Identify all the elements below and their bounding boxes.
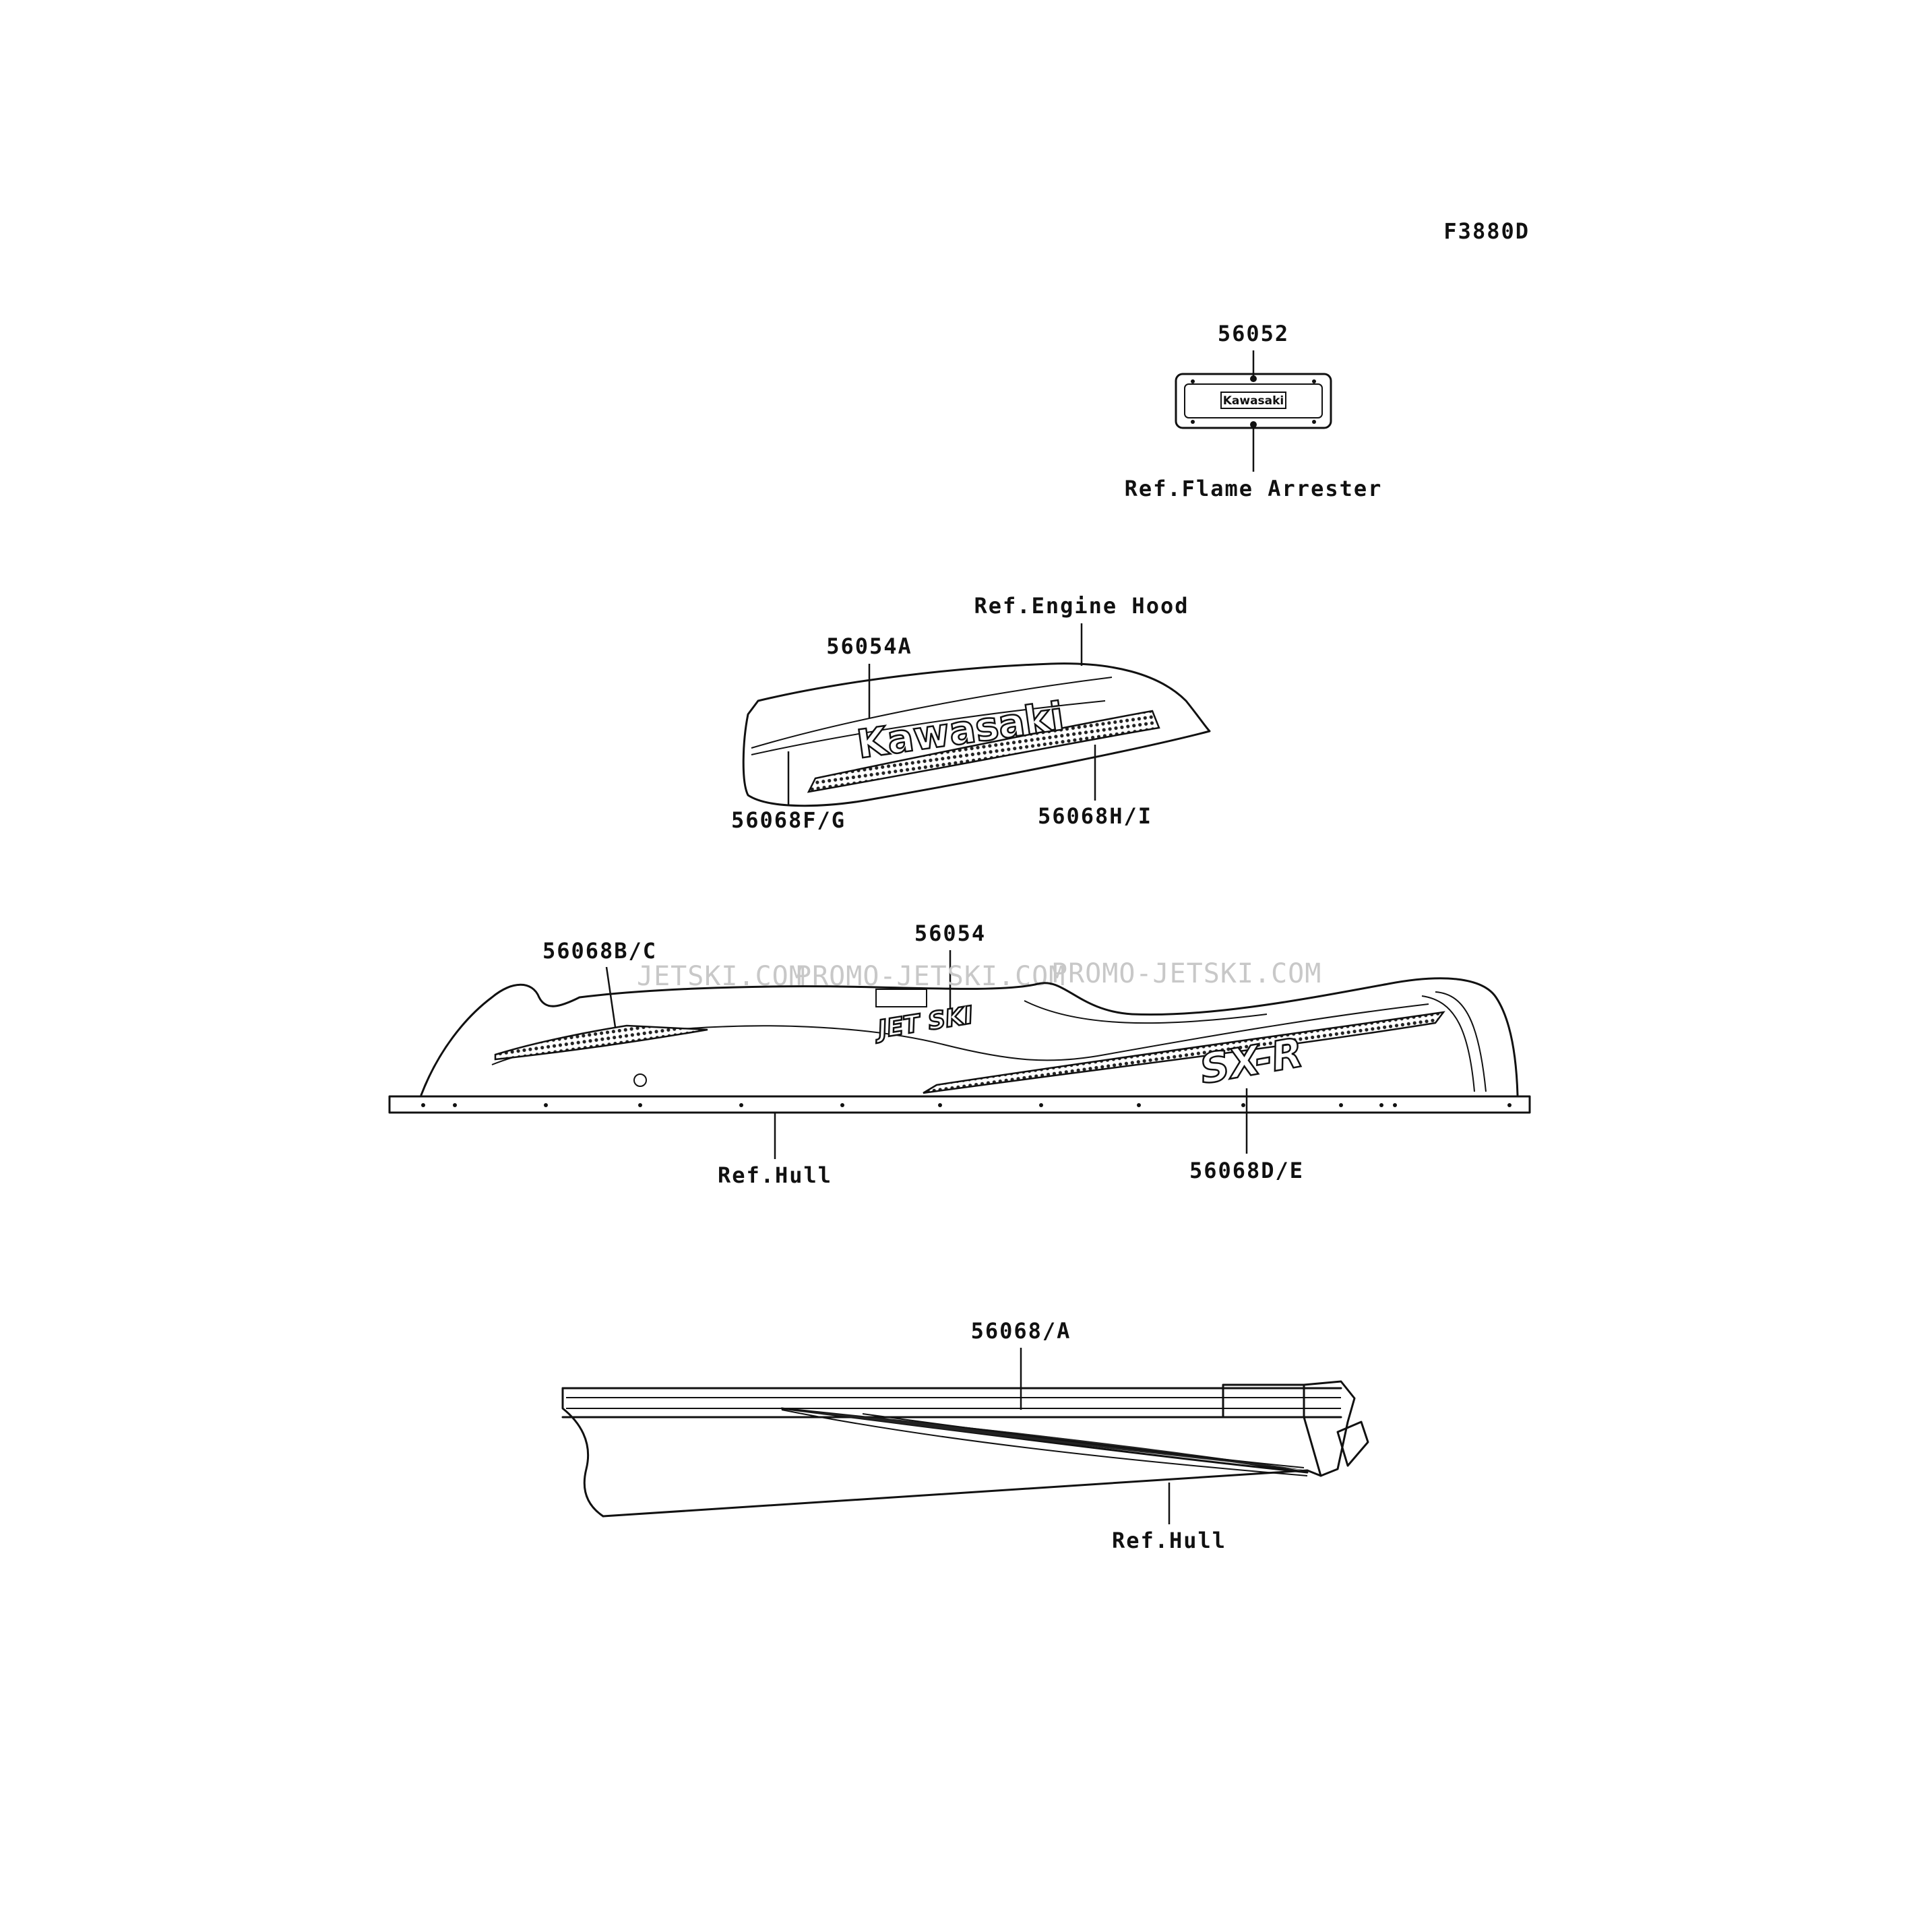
hull-stripe-line <box>781 1409 1308 1476</box>
hood-mesh-decal <box>807 710 1160 793</box>
hull-gunwale-rail <box>388 1095 1531 1114</box>
hull-mesh-decal-front <box>923 1011 1445 1094</box>
flame-arrester-corner-bolt <box>1191 379 1195 383</box>
engine-hood-crease <box>751 700 1106 755</box>
label-ref-hull: Ref.Hull <box>718 1162 832 1188</box>
hull-drain-plug <box>633 1073 647 1087</box>
hull-outline <box>420 977 1519 1096</box>
flame-arrester-corner-bolt <box>1312 420 1316 424</box>
hull-rear-group: 56068/A Ref.Hull <box>561 1318 1369 1553</box>
hull-stripe-line <box>862 1413 1305 1468</box>
label-56068FG: 56068F/G <box>731 807 846 833</box>
label-56054A: 56054A <box>826 633 912 659</box>
flame-arrester-decal <box>1220 392 1286 409</box>
watermark-3: PROMO-JETSKI.COM <box>1051 958 1321 989</box>
engine-hood-group: Ref.Engine Hood 56054A Kawasaki 56068F/G… <box>731 593 1211 833</box>
rail-rivets <box>421 1103 1512 1107</box>
hull-rear-bumper <box>1222 1383 1305 1419</box>
label-56068DE: 56068D/E <box>1189 1158 1304 1183</box>
hull-stripe-decal <box>792 1410 1307 1470</box>
hull-jet-nozzle <box>1336 1421 1369 1467</box>
flame-arrester-logo: Kawasaki <box>1223 394 1284 408</box>
label-56068BC: 56068B/C <box>542 938 657 964</box>
label-56068HI: 56068H/I <box>1038 803 1152 829</box>
hull-bow-line <box>1435 991 1487 1092</box>
label-ref-engine-hood: Ref.Engine Hood <box>974 593 1189 619</box>
engine-hood-outline <box>742 662 1211 807</box>
figure-code: F3880D <box>1443 218 1530 244</box>
hull-sxr-logo: SX-R <box>1196 1029 1306 1094</box>
hull-mesh-decal-rear <box>494 1024 708 1061</box>
hull-rear-bottom-line <box>602 1469 1322 1518</box>
label-56068A: 56068/A <box>971 1318 1071 1344</box>
flame-arrester-corner-bolt <box>1191 420 1195 424</box>
hull-rear-cut-edge <box>561 1387 604 1518</box>
hull-bow-line <box>1421 995 1475 1092</box>
label-ref-hull-bottom: Ref.Hull <box>1112 1528 1226 1553</box>
flame-arrester-group: 56052 Kawasaki Ref.Flame Arrester <box>1125 321 1383 501</box>
label-56054: 56054 <box>914 921 986 946</box>
flame-arrester-inner <box>1184 383 1323 418</box>
hull-handle-mount <box>875 989 927 1007</box>
flame-arrester-corner-bolt <box>1312 379 1316 383</box>
leader-56068BC <box>605 966 618 1037</box>
flame-arrester-bolt-bottom <box>1250 421 1257 428</box>
hull-tray-line <box>1024 1000 1268 1024</box>
engine-hood-crease <box>751 677 1113 749</box>
label-56052: 56052 <box>1218 321 1289 346</box>
hull-jetski-logo: JET SKI <box>872 1001 975 1045</box>
flame-arrester-bolt-top <box>1250 375 1257 382</box>
hull-side-group: 56068B/C 56054 JETSKI.COM PROMO-JETSKI.C… <box>388 921 1531 1188</box>
label-ref-flame-arrester: Ref.Flame Arrester <box>1125 476 1383 501</box>
